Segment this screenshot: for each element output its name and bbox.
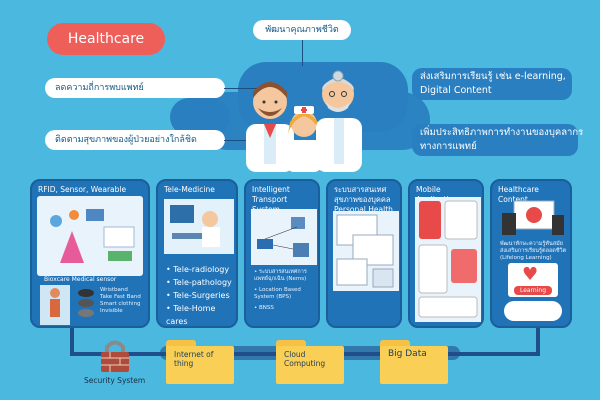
doctors-illustration: [246, 70, 362, 172]
goal-tag-right-1-line1: ส่งเสริมการเรียนรู้ เช่น e-learning,: [420, 71, 566, 82]
connector-line: [224, 88, 264, 89]
list-item: • Location Based System (BPS): [254, 287, 301, 300]
wristband-icon: [78, 289, 94, 317]
list-item-label: Tele-radiology: [173, 265, 230, 274]
wearable-item: Wristband: [100, 287, 128, 293]
goal-tag-left-1: ลดความถี่การพบแพทย์: [45, 78, 225, 98]
transport-list: • ระบบสารสนเทศการแพทย์ฉุกเฉิน (Nems) • L…: [254, 269, 318, 312]
list-item-label: Location Based System (BPS): [254, 287, 301, 300]
cloud-icon: [504, 301, 562, 321]
folder-label: Cloud Computing: [284, 350, 326, 368]
list-item-label: Tele-Surgeries: [173, 291, 230, 300]
pipe: [70, 328, 74, 356]
connector-line: [302, 40, 303, 66]
goal-tag-left-1-label: ลดความถี่การพบแพทย์: [55, 83, 144, 93]
health-record-screens-icon: [333, 211, 399, 291]
content-caption-text: พัฒนาทักษะความรู้ทันสมัย ส่งเสริมการเรีย…: [500, 241, 567, 261]
sensor-caption: Bioxcare Medical sensor: [44, 276, 144, 283]
mobile-apps-icon: [415, 197, 481, 322]
panel-mobile-application: Mobile Application: [408, 179, 484, 328]
folder-label: Internet of thing: [174, 350, 214, 368]
wearable-item: Invisible: [100, 308, 123, 314]
goal-tag-right-1-text: ส่งเสริมการเรียนรู้ เช่น e-learning, Dig…: [420, 70, 566, 98]
goal-tag-right-2-line1: เพิ่มประสิทธิภาพการทำงานของบุคลากร: [420, 127, 584, 138]
folder-body: [380, 346, 448, 384]
learning-badge-label: Learning: [519, 287, 547, 294]
learning-badge: Learning: [514, 286, 552, 295]
folder-cloud-computing: Cloud Computing: [276, 340, 344, 384]
goal-tag-right-2-text: เพิ่มประสิทธิภาพการทำงานของบุคลากร ทางกา…: [420, 126, 583, 154]
list-item: • BNSS: [254, 305, 274, 311]
panel-rfid-sensor: RFID, Sensor, Wearable device Bioxcare M…: [30, 179, 150, 328]
goal-tag-right-2: [412, 124, 578, 156]
goal-tag-top: พัฒนาคุณภาพชีวิต: [253, 20, 351, 40]
folder-big-data: Big Data: [380, 340, 448, 384]
telemedicine-illustration: [164, 199, 234, 254]
wearable-item: Smart clothing: [100, 301, 141, 307]
panel-tele-medicine: Tele-Medicine • Tele-radiology • Tele-pa…: [156, 179, 238, 328]
goal-tag-top-label: พัฒนาคุณภาพชีวิต: [265, 25, 339, 35]
goal-tag-left-2-label: ติดตามสุขภาพของผู้ป่วยอย่างใกล้ชิด: [55, 135, 197, 145]
security-lock-icon: [101, 340, 129, 372]
goal-tag-right-2-line2: ทางการแพทย์: [420, 141, 477, 152]
goal-tag-right-1: [412, 68, 572, 100]
panel-title: Tele-Medicine: [164, 185, 215, 194]
panel-title-line1: ระบบสารสนเทศสุขภาพของบุคคล: [334, 185, 391, 204]
pipe: [536, 328, 540, 356]
panel-healthcare-content: Healthcare Content พัฒนาทักษะความรู้ทันส…: [490, 179, 572, 328]
list-item-label: BNSS: [259, 305, 274, 311]
heart-icon: ♥: [522, 264, 539, 285]
list-item-label: Tele-Home cares: [166, 304, 216, 326]
folder-tab: [166, 340, 196, 348]
list-item-label: Tele-pathology: [173, 278, 232, 287]
connector-line: [224, 140, 252, 141]
panel-intelligent-transport: Intelligent Transport System • ระบบสารสน…: [244, 179, 320, 328]
folder-internet-of-thing: Internet of thing: [166, 340, 234, 384]
list-item: • Tele-Surgeries: [166, 291, 230, 300]
security-label: Security System: [84, 376, 146, 385]
body-figure-icon: [40, 285, 70, 325]
content-devices-icon: [502, 200, 564, 235]
folder-tab: [380, 340, 410, 348]
goal-tag-left-2: ติดตามสุขภาพของผู้ป่วยอย่างใกล้ชิด: [45, 130, 225, 150]
folder-body: [166, 346, 234, 384]
page-title: Healthcare: [47, 23, 165, 55]
panel-personal-health-record: ระบบสารสนเทศสุขภาพของบุคคล Personal Heal…: [326, 179, 402, 328]
folder-tab: [276, 340, 306, 348]
background-cloud: [170, 98, 230, 136]
content-caption: พัฒนาทักษะความรู้ทันสมัย ส่งเสริมการเรีย…: [500, 241, 568, 262]
goal-tag-right-1-line2: Digital Content: [420, 85, 492, 96]
wearable-list: Wristband Take Fast Band Smart clothing …: [100, 287, 141, 315]
list-item: • Tele-pathology: [166, 278, 232, 287]
folder-label: Big Data: [388, 349, 427, 359]
sensor-diagram-icon: [50, 209, 135, 263]
panel-title-line1: Intelligent Transport: [252, 185, 290, 204]
wearable-item: Take Fast Band: [100, 294, 141, 300]
transport-diagram-icon: [251, 209, 317, 265]
telemedicine-list: • Tele-radiology • Tele-pathology • Tele…: [166, 263, 236, 328]
folder-body: [276, 346, 344, 384]
list-item-label: ระบบสารสนเทศการแพทย์ฉุกเฉิน (Nems): [254, 269, 307, 282]
list-item: • Tele-Home cares: [166, 304, 216, 326]
panel-title: Healthcare Content: [498, 185, 539, 204]
list-item: • Tele-radiology: [166, 265, 230, 274]
sensor-caption-text: Bioxcare Medical sensor: [44, 276, 117, 283]
list-item: • ระบบสารสนเทศการแพทย์ฉุกเฉิน (Nems): [254, 269, 307, 282]
